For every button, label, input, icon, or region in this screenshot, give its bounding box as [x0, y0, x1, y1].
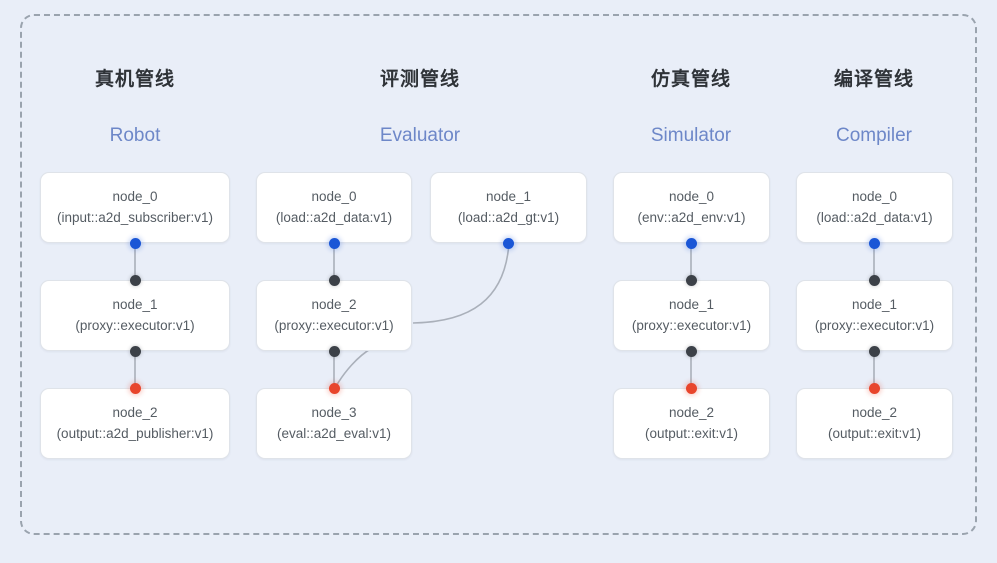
node-box[interactable]: node_2(proxy::executor:v1)	[256, 280, 412, 351]
node-box[interactable]: node_2(output::exit:v1)	[796, 388, 953, 459]
node-signature: (env::a2d_env:v1)	[637, 209, 746, 225]
node-name: node_0	[851, 188, 898, 204]
node-input-port-dark	[328, 274, 340, 286]
node-name: node_2	[668, 404, 715, 420]
node-box[interactable]: node_1(load::a2d_gt:v1)	[430, 172, 587, 243]
column-title-cn-simulator: 仿真管线	[650, 69, 731, 90]
node-box[interactable]: node_2(output::a2d_publisher:v1)	[40, 388, 230, 459]
node-signature: (output::exit:v1)	[827, 425, 922, 441]
node-input-port-red	[869, 382, 880, 394]
node-box[interactable]: node_1(proxy::executor:v1)	[796, 280, 953, 351]
column-title-cn-robot: 真机管线	[94, 69, 175, 90]
column-title-cn-evaluator: 评测管线	[379, 69, 460, 90]
node-name: node_0	[112, 188, 158, 204]
node-box[interactable]: node_0(load::a2d_data:v1)	[256, 172, 412, 243]
node-name: node_3	[311, 404, 357, 420]
node-box[interactable]: node_0(input::a2d_subscriber:v1)	[40, 172, 230, 243]
node-box[interactable]: node_1(proxy::executor:v1)	[613, 280, 770, 351]
node-output-port-blue	[328, 237, 340, 249]
node-box[interactable]: node_3(eval::a2d_eval:v1)	[256, 388, 412, 459]
node-output-port-blue	[686, 237, 697, 249]
node-output-port-dark	[686, 345, 697, 357]
node-output-port-blue	[129, 237, 141, 249]
node-output-port-blue	[869, 237, 880, 249]
node-name: node_0	[668, 188, 715, 204]
node-name: node_1	[668, 296, 715, 312]
node-input-port-red	[328, 382, 340, 394]
node-signature: (load::a2d_data:v1)	[816, 209, 933, 225]
node-name: node_2	[851, 404, 898, 420]
node-output-port-blue	[503, 237, 514, 249]
node-name: node_2	[311, 296, 357, 312]
node-name: node_1	[485, 188, 532, 204]
node-input-port-dark	[686, 274, 697, 286]
node-signature: (output::exit:v1)	[644, 425, 739, 441]
node-output-port-dark	[328, 345, 340, 357]
node-input-port-dark	[869, 274, 880, 286]
node-signature: (proxy::executor:v1)	[274, 317, 394, 333]
node-signature: (proxy::executor:v1)	[814, 317, 935, 333]
node-box[interactable]: node_2(output::exit:v1)	[613, 388, 770, 459]
node-box[interactable]: node_0(env::a2d_env:v1)	[613, 172, 770, 243]
node-signature: (output::a2d_publisher:v1)	[56, 425, 214, 441]
node-signature: (load::a2d_gt:v1)	[457, 209, 560, 225]
node-signature: (eval::a2d_eval:v1)	[276, 425, 392, 441]
node-input-port-red	[129, 382, 141, 394]
column-title-en-compiler: Compiler	[835, 125, 913, 146]
node-name: node_0	[311, 188, 357, 204]
node-signature: (input::a2d_subscriber:v1)	[56, 209, 214, 225]
node-signature: (proxy::executor:v1)	[75, 317, 195, 333]
node-name: node_1	[851, 296, 898, 312]
node-name: node_2	[112, 404, 158, 420]
node-input-port-red	[686, 382, 697, 394]
node-signature: (proxy::executor:v1)	[631, 317, 752, 333]
column-title-en-simulator: Simulator	[650, 125, 732, 146]
column-title-en-robot: Robot	[109, 125, 161, 146]
column-title-en-evaluator: Evaluator	[379, 125, 461, 146]
node-output-port-dark	[129, 345, 141, 357]
node-input-port-dark	[129, 274, 141, 286]
node-signature: (load::a2d_data:v1)	[275, 209, 393, 225]
node-box[interactable]: node_0(load::a2d_data:v1)	[796, 172, 953, 243]
node-name: node_1	[112, 296, 158, 312]
node-output-port-dark	[869, 345, 880, 357]
node-box[interactable]: node_1(proxy::executor:v1)	[40, 280, 230, 351]
column-title-cn-compiler: 编译管线	[833, 69, 914, 90]
